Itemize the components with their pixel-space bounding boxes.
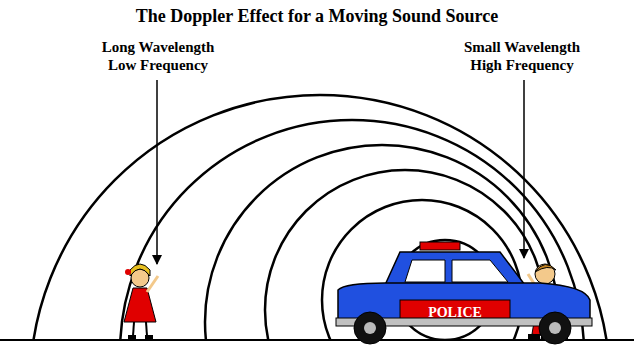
pointer-arrow (523, 80, 525, 258)
pointer-arrow (156, 80, 158, 264)
diagram-title: The Doppler Effect for a Moving Sound So… (0, 6, 634, 27)
callout-label: Small Wavelength High Frequency (452, 38, 592, 74)
girl-figure (124, 264, 158, 339)
wavefront (265, 170, 545, 340)
car-text: POLICE (400, 304, 510, 321)
police-car (336, 242, 592, 344)
wavefronts (30, 95, 610, 340)
ground-line (0, 339, 634, 341)
wavefront (30, 95, 610, 340)
callout-label: Long Wavelength Low Frequency (92, 38, 224, 74)
